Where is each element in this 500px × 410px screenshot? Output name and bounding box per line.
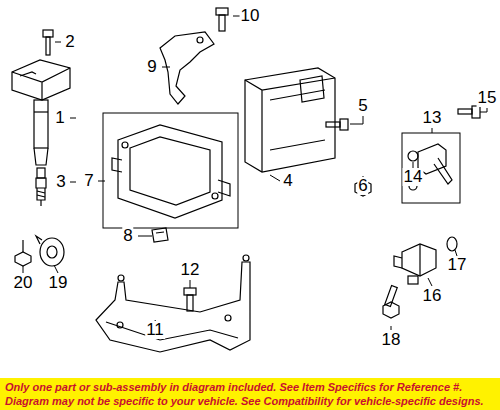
spark-plug — [36, 168, 46, 206]
bolt — [43, 30, 53, 55]
callout-number: 18 — [381, 331, 402, 349]
knock-sensor — [36, 236, 64, 266]
o-ring — [447, 237, 457, 251]
callout-number: 17 — [447, 256, 468, 274]
callout-number: 4 — [282, 172, 293, 190]
mounting-bracket — [96, 255, 250, 352]
callout-number: 12 — [180, 261, 201, 279]
ecm-bracket — [112, 125, 230, 218]
ignition-coil — [12, 60, 70, 165]
disclaimer-text: Only one part or sub-assembly in diagram… — [0, 378, 500, 410]
engine-control-module — [245, 68, 335, 172]
callout-number: 10 — [240, 7, 261, 25]
bolt — [326, 119, 348, 130]
callout-number: 2 — [64, 33, 75, 51]
bolt — [458, 106, 480, 118]
callout-number: 3 — [55, 173, 66, 191]
crankshaft-sensor — [394, 244, 436, 284]
callout-number: 14 — [403, 168, 424, 186]
callout-number: 15 — [477, 89, 498, 107]
bolt — [15, 240, 31, 266]
callout-number: 7 — [83, 172, 94, 190]
callout-number: 19 — [48, 274, 69, 292]
callout-number: 20 — [13, 274, 34, 292]
callout-number: 11 — [145, 321, 165, 339]
callout-number: 1 — [54, 109, 65, 127]
bracket — [160, 32, 214, 104]
leader-lines — [23, 16, 487, 334]
group-frame — [103, 113, 238, 228]
bolt — [383, 286, 399, 318]
bolt — [216, 8, 228, 31]
clip — [152, 228, 168, 242]
callout-number: 16 — [422, 287, 443, 305]
group-frame — [402, 133, 460, 203]
callout-number: 5 — [357, 97, 368, 115]
callout-number: 9 — [146, 58, 157, 76]
callout-number: 13 — [422, 109, 443, 127]
footer-band: Only one part or sub-assembly in diagram… — [0, 378, 500, 410]
callout-number: 8 — [122, 227, 133, 245]
callout-number: 6 — [357, 177, 368, 195]
bolt — [184, 288, 196, 311]
